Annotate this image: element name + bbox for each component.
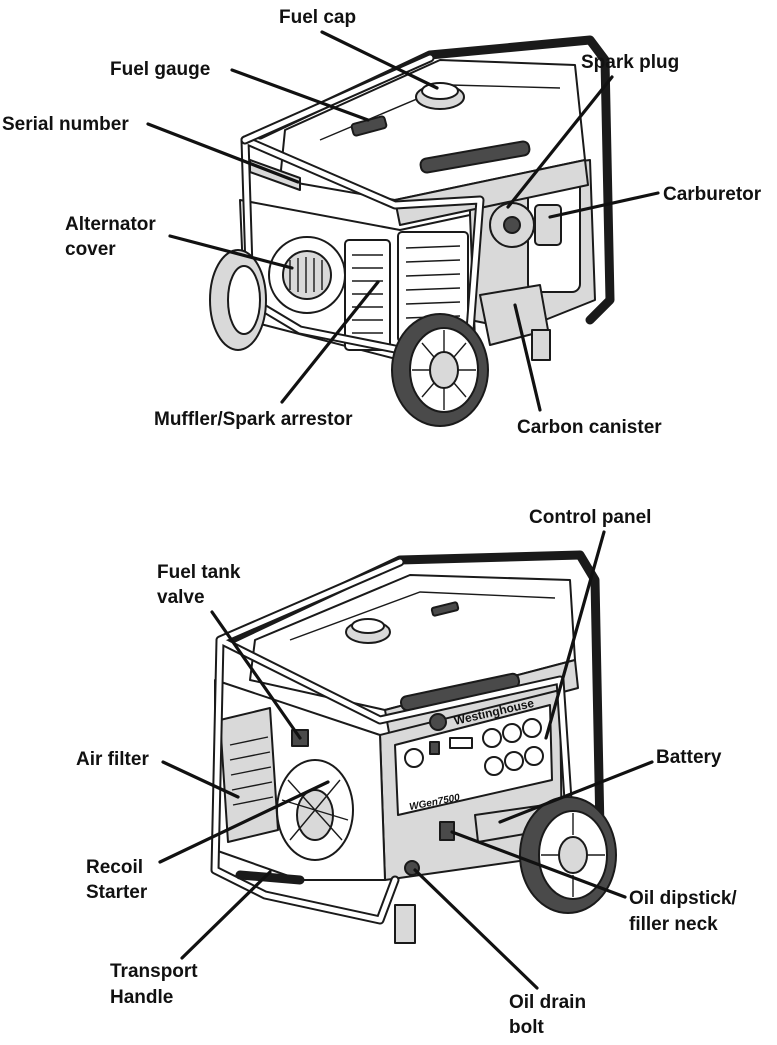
panel-switch [429, 741, 440, 755]
panel-outlets [482, 718, 544, 776]
air-filter-part [219, 707, 279, 843]
label-alternator-cover-line2: cover [65, 239, 116, 260]
leader-serial-number [146, 122, 300, 184]
label-oil-dipstick-line2: filler neck [629, 914, 718, 935]
leader-oil-drain-bolt [413, 868, 539, 990]
oil-dipstick-part [439, 821, 455, 841]
bottom-labels: Control panel Fuel tank valve Air filter… [76, 507, 737, 1038]
leader-spark-plug [506, 75, 614, 209]
bottom-leader-lines [158, 530, 654, 990]
label-transport-handle-line2: Handle [110, 987, 173, 1008]
panel-breaker [404, 748, 424, 768]
leader-battery [498, 760, 654, 824]
label-alternator-cover-line1: Alternator [65, 214, 156, 235]
label-oil-drain-bolt-line1: Oil drain [509, 992, 586, 1013]
label-transport-handle-line1: Transport [110, 961, 198, 982]
label-recoil-starter-line2: Starter [86, 882, 148, 903]
label-fuel-gauge: Fuel gauge [110, 59, 210, 80]
leader-transport-handle [180, 870, 272, 960]
top-leader-lines [146, 30, 660, 412]
generator-bottom-illustration: Westinghouse WGen7500 [210, 550, 617, 944]
top-labels: Fuel cap Fuel gauge Spark plug Serial nu… [2, 7, 762, 438]
label-oil-dipstick-line1: Oil dipstick/ [629, 888, 737, 909]
label-carbon-canister: Carbon canister [517, 417, 662, 438]
label-fuel-cap: Fuel cap [279, 7, 356, 28]
leader-carbon-canister [513, 303, 542, 412]
label-air-filter: Air filter [76, 749, 149, 770]
leader-recoil-starter [158, 780, 330, 864]
label-carburetor: Carburetor [663, 184, 762, 205]
leader-carburetor [548, 191, 660, 219]
leader-air-filter [161, 760, 240, 799]
label-muffler: Muffler/Spark arrestor [154, 409, 353, 430]
label-control-panel: Control panel [529, 507, 651, 528]
leader-muffler [280, 280, 380, 404]
generator-top-illustration [209, 35, 615, 427]
transport-handle-part [235, 870, 305, 885]
label-oil-drain-bolt-line2: bolt [509, 1017, 544, 1038]
leader-fuel-tank-valve [210, 610, 302, 740]
leader-oil-dipstick [450, 830, 627, 899]
label-battery: Battery [656, 747, 722, 768]
leader-control-panel [544, 530, 606, 740]
label-fuel-tank-valve-line2: valve [157, 587, 205, 608]
label-recoil-starter-line1: Recoil [86, 857, 143, 878]
leader-fuel-cap [320, 30, 439, 90]
carburetor-part [534, 204, 562, 246]
label-spark-plug: Spark plug [581, 52, 679, 73]
leader-fuel-gauge [230, 68, 370, 122]
label-fuel-tank-valve-line1: Fuel tank [157, 562, 241, 583]
label-serial-number: Serial number [2, 114, 129, 135]
leader-alternator-cover [168, 234, 294, 270]
